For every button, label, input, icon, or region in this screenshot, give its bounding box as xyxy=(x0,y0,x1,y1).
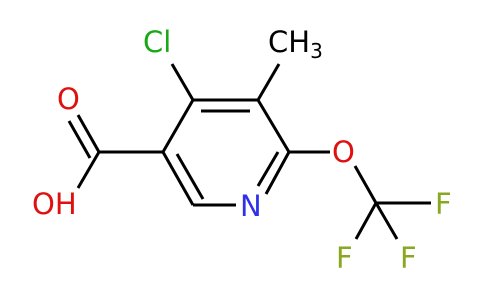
bond-c3-c2 xyxy=(161,151,195,206)
bond-c6-c5 xyxy=(256,99,291,153)
bond-cooh-o-double xyxy=(67,120,92,159)
bond-cf3-f-bottom xyxy=(374,202,399,240)
hydroxyl-label: OH xyxy=(32,187,77,221)
carbonyl-oxygen-label: O xyxy=(57,82,80,116)
atom-labels: Cl CH3 O OH N O F F F xyxy=(32,25,452,275)
bond-cf3-f-left xyxy=(354,202,378,240)
bond-c4-cl xyxy=(170,63,195,101)
pyridine-ring xyxy=(161,98,291,207)
fluorine-left-label: F xyxy=(336,241,353,275)
bond-c4-c3 xyxy=(161,99,195,153)
bond-o-cf3 xyxy=(353,165,378,204)
chlorine-label: Cl xyxy=(143,25,171,59)
bond-c3-c2-inner xyxy=(175,153,205,200)
bond-n-c6-inner xyxy=(256,151,280,187)
nitrogen-label: N xyxy=(240,189,262,223)
fluorine-top-label: F xyxy=(435,187,452,221)
bond-cooh-oh xyxy=(76,151,101,189)
bond-n-c6 xyxy=(264,151,291,195)
fluorine-bottom-label: F xyxy=(400,241,417,275)
bond-c5-ch3 xyxy=(256,63,281,101)
substituent-bonds xyxy=(67,63,431,240)
bond-cooh-o xyxy=(76,114,101,153)
methyl-label: CH3 xyxy=(268,25,323,63)
ether-oxygen-label: O xyxy=(332,135,355,169)
